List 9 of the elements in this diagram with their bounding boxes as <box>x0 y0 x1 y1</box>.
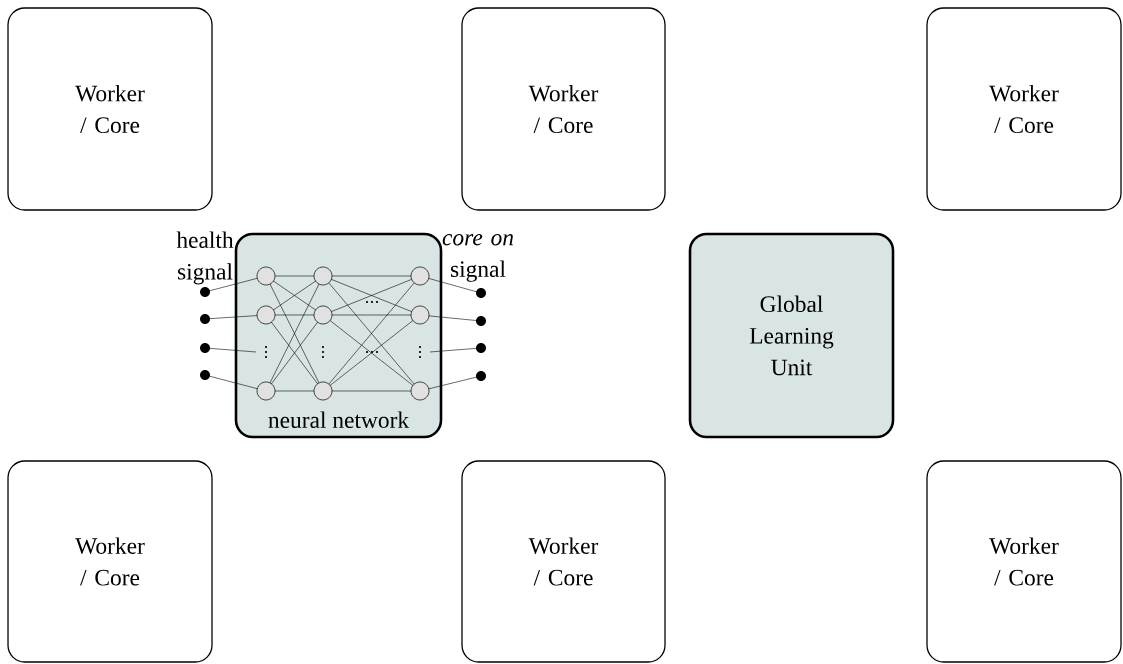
worker-box: Worker / Core <box>7 460 213 663</box>
worker-box: Worker / Core <box>461 7 666 211</box>
signal-label: health signal <box>176 231 234 285</box>
worker-box: Worker / Core <box>926 7 1122 211</box>
signal-label: core on signal <box>442 234 514 282</box>
learning-unit-box: Global Learning Unit <box>688 232 895 439</box>
worker-box: Worker / Core <box>926 460 1122 663</box>
worker-box: Worker / Core <box>7 7 213 211</box>
worker-box: Worker / Core <box>461 460 666 663</box>
